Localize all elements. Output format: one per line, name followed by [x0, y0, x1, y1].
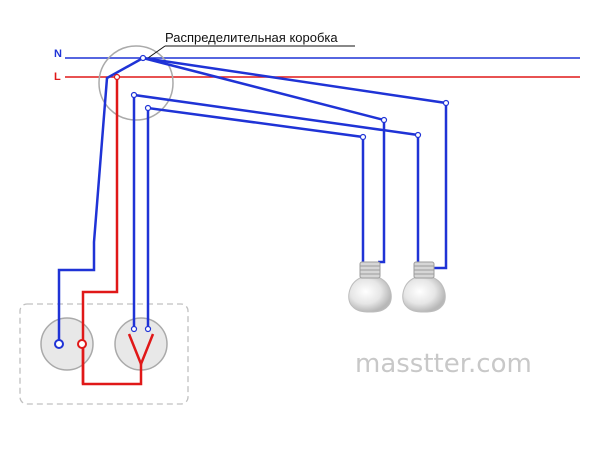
junction-node-switch-2 [144, 104, 152, 112]
socket-neutral-terminal [54, 339, 64, 349]
node-switch-out2 [359, 133, 367, 141]
lamp-1-bulb-icon [348, 277, 392, 313]
watermark-text: masstter.com [355, 349, 532, 379]
node-lamp1-neutral [380, 116, 388, 124]
socket-phase-terminal [77, 339, 87, 349]
lamp2-neutral-wire [142, 56, 448, 270]
phase-label: L [54, 71, 61, 83]
junction-node-neutral [139, 54, 147, 62]
switch-phase-wire [81, 77, 143, 386]
lamp-2 [402, 261, 446, 313]
power-socket [40, 317, 94, 371]
node-lamp2-neutral [442, 99, 450, 107]
switch-out2-wire [146, 106, 365, 329]
junction-box-pointer [147, 45, 166, 59]
node-switch-contact-2 [144, 325, 152, 333]
lamp-1 [348, 261, 392, 313]
neutral-label: N [54, 48, 62, 60]
junction-box-circle [98, 45, 174, 121]
switch-contacts [127, 333, 155, 368]
switch-out1-wire [132, 93, 420, 329]
node-switch-contact-1 [130, 325, 138, 333]
junction-node-switch-1 [130, 91, 138, 99]
junction-node-phase [113, 73, 121, 81]
socket-neutral-wire [57, 56, 144, 343]
node-switch-out1 [414, 131, 422, 139]
lamp1-neutral-wire [142, 56, 386, 264]
junction-box-label: Распределительная коробка [165, 30, 338, 45]
lamp-2-bulb-icon [402, 277, 446, 313]
